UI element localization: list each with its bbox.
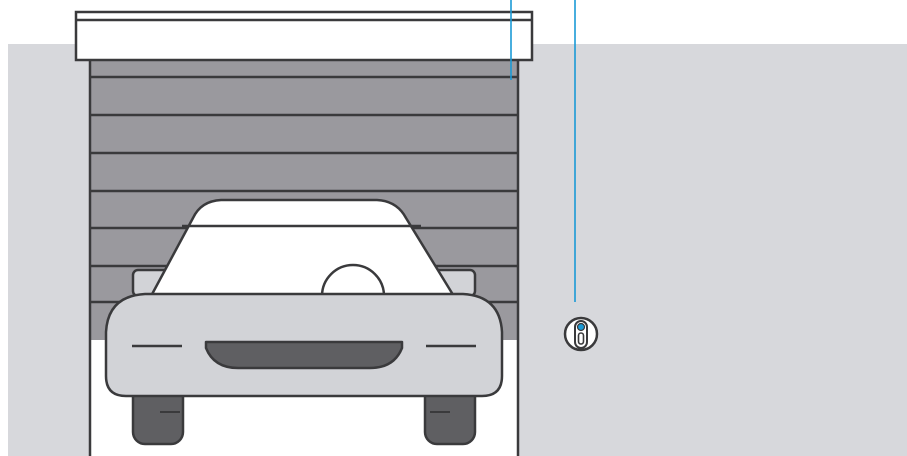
car <box>104 198 504 446</box>
car-grille <box>204 340 404 370</box>
wall-sensor-icon <box>563 316 599 352</box>
sensor-wires <box>510 0 576 302</box>
door-frame <box>88 58 520 456</box>
door-header-beam <box>74 10 534 62</box>
car-windshield <box>148 198 457 300</box>
sensor-led <box>576 322 586 332</box>
sensor-slot <box>577 332 585 345</box>
car-seat-headrest <box>320 263 386 297</box>
